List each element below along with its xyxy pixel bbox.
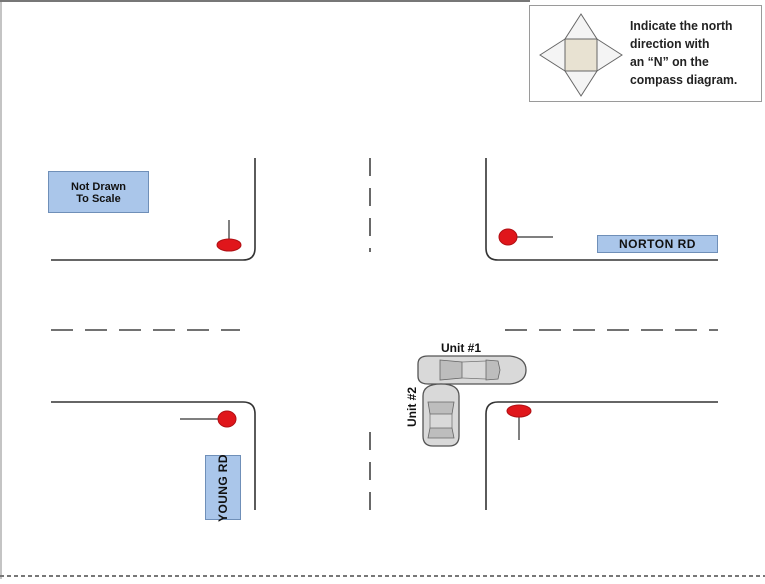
- unit-2-label: Unit #2: [392, 387, 432, 427]
- not-to-scale-label: Not Drawn To Scale: [48, 171, 149, 213]
- car-icon: [422, 383, 460, 447]
- compass-panel: Indicate the north direction with an “N”…: [529, 5, 762, 102]
- road-label-young-text: YOUNG RD: [216, 453, 230, 522]
- unit-1-label: Unit #1: [441, 341, 482, 355]
- curb-northwest: [51, 158, 256, 261]
- curb-southeast: [485, 401, 718, 510]
- stop-sign-icon: [498, 228, 553, 246]
- stop-sign-icon: [180, 410, 237, 428]
- compass-instruction: Indicate the north direction with an “N”…: [630, 18, 738, 87]
- curb-northeast: [485, 158, 718, 261]
- road-label-young: YOUNG RD: [205, 453, 241, 522]
- car-icon: [417, 355, 527, 385]
- road-label-norton: NORTON RD: [597, 235, 718, 253]
- curb-southwest: [51, 401, 256, 510]
- compass-rose-icon: [539, 13, 623, 97]
- unit-2-label-text: Unit #2: [405, 386, 420, 428]
- stop-sign-icon: [216, 220, 242, 252]
- road-curbs: [51, 158, 718, 510]
- center-lines: [51, 158, 718, 510]
- stop-sign-icon: [506, 404, 532, 440]
